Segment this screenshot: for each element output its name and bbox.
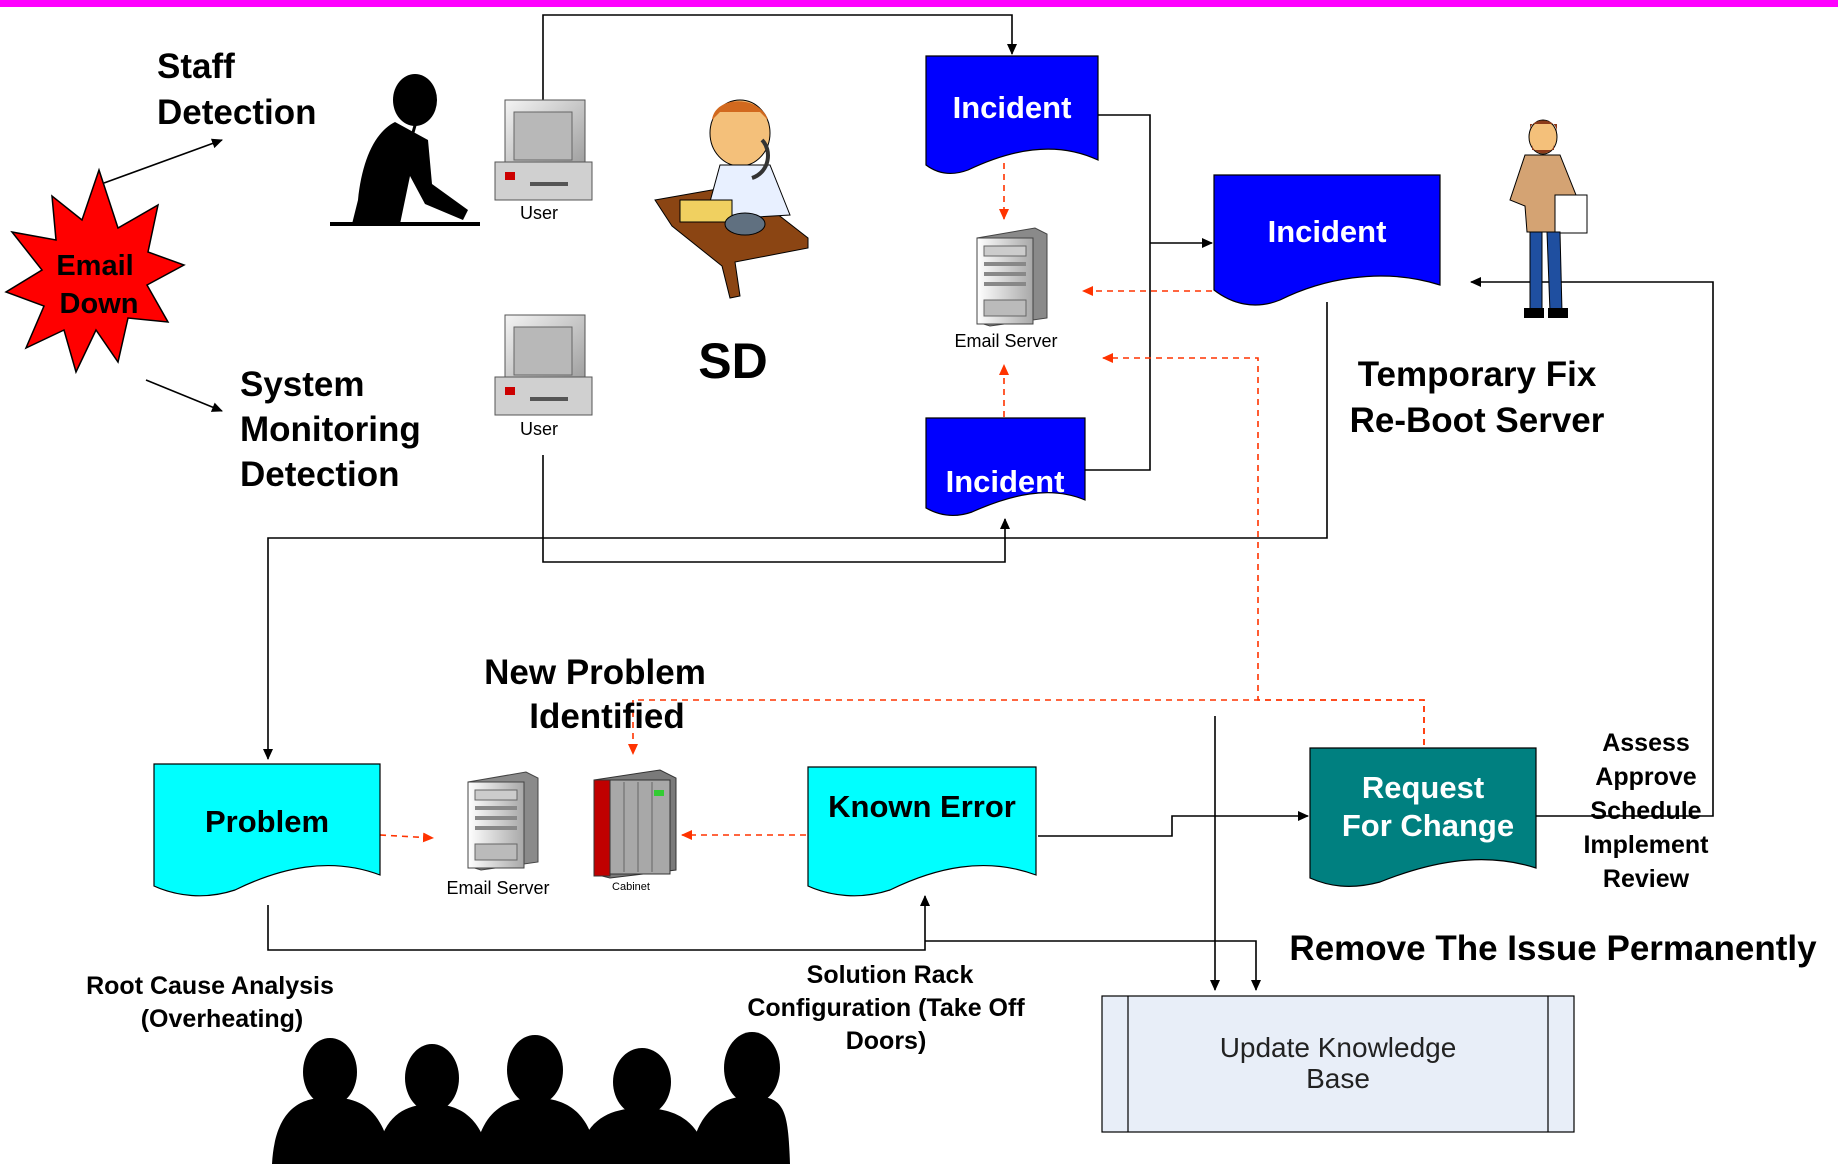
assess-step-2: Approve [1595, 763, 1697, 791]
cabinet-label: Cabinet [612, 881, 650, 893]
server-tower-icon [976, 227, 1048, 327]
knowledge-base-line2: Base [1306, 1063, 1370, 1094]
email-server-top-label: Email Server [954, 331, 1057, 351]
burst-line2: Down [60, 288, 139, 320]
incident-top-label: Incident [953, 90, 1072, 125]
solution-line2: Configuration (Take Off [747, 994, 1025, 1022]
incident-bottom-label: Incident [946, 464, 1065, 499]
known-error-document: Known Error [807, 766, 1037, 897]
incident-bottom-document: Incident [925, 417, 1086, 517]
known-error-label: Known Error [828, 789, 1016, 824]
engineer-icon [1509, 119, 1588, 318]
problem-label: Problem [205, 804, 329, 839]
solution-line3: Doors) [846, 1027, 927, 1055]
temporary-fix-line2: Re-Boot Server [1350, 401, 1605, 440]
server-tower-icon [467, 771, 539, 871]
assess-step-3: Schedule [1590, 797, 1701, 825]
rfc-line2: For Change [1342, 808, 1514, 843]
root-cause-line1: Root Cause Analysis [86, 972, 334, 1000]
assess-step-1: Assess [1602, 729, 1690, 757]
computer-icon [494, 314, 593, 416]
phone-person-icon [330, 74, 480, 226]
knowledge-base-line1: Update Knowledge [1220, 1032, 1457, 1063]
user-bottom-label: User [520, 419, 558, 439]
assess-step-4: Implement [1583, 831, 1709, 859]
burst-icon [4, 167, 186, 375]
system-monitoring-line3: Detection [240, 455, 399, 494]
sd-label: SD [698, 333, 767, 389]
system-monitoring-line2: Monitoring [240, 410, 421, 449]
assess-step-5: Review [1603, 865, 1690, 893]
user-top-label: User [520, 203, 558, 223]
new-problem-line1: New Problem [484, 653, 706, 692]
computer-icon [494, 99, 593, 201]
incident-mid-document: Incident [1213, 174, 1441, 306]
incident-mid-label: Incident [1268, 214, 1387, 249]
cabinet-rack-icon [593, 769, 677, 879]
solid-connectors [103, 14, 1714, 991]
system-monitoring-line1: System [240, 365, 365, 404]
dashed-connectors [379, 163, 1425, 843]
meeting-silhouettes-icon [272, 1032, 790, 1164]
rfc-line1: Request [1362, 770, 1484, 805]
helpdesk-person-icon [654, 99, 809, 299]
problem-document: Problem [153, 763, 381, 897]
incident-top-document: Incident [925, 55, 1099, 175]
temporary-fix-line1: Temporary Fix [1358, 355, 1597, 394]
burst-line1: Email [56, 250, 133, 282]
staff-detection-line1: Staff [157, 47, 235, 86]
knowledge-base-box: Update Knowledge Base [1101, 995, 1575, 1133]
root-cause-line2: (Overheating) [141, 1005, 304, 1033]
solution-line1: Solution Rack [807, 961, 974, 989]
email-down-burst: Email Down [4, 167, 186, 375]
remove-issue-label: Remove The Issue Permanently [1289, 929, 1817, 968]
staff-detection-line2: Detection [157, 93, 316, 132]
top-bar [0, 0, 1838, 7]
email-server-bottom-label: Email Server [446, 878, 549, 898]
rfc-document: Request For Change [1309, 747, 1537, 887]
new-problem-line2: Identified [529, 697, 685, 736]
